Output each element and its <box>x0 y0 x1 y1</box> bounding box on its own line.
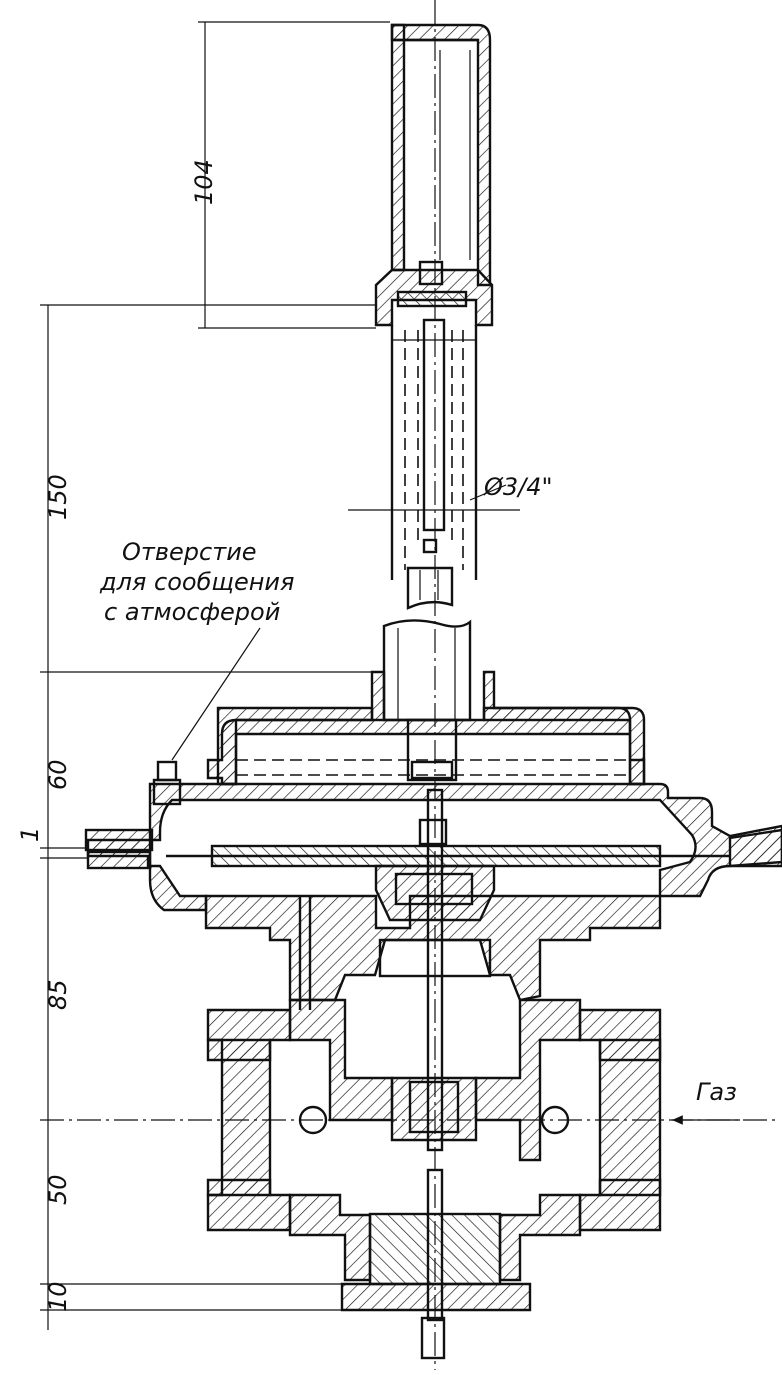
upper-housing <box>206 670 646 786</box>
dim-50: 50 <box>44 1174 72 1205</box>
tube-break <box>382 538 472 722</box>
diameter-label: Ø3/4" <box>483 473 553 501</box>
vent-note-line3: с атмосферой <box>104 598 280 626</box>
bottom-cover <box>340 1212 532 1360</box>
dim-104: 104 <box>190 159 218 205</box>
upper-tube <box>390 318 478 580</box>
dim-150: 150 <box>44 474 72 520</box>
middle-body <box>204 894 662 1010</box>
top-cap <box>390 23 492 287</box>
vent-note-line2: для сообщения <box>99 568 294 596</box>
dim-85: 85 <box>44 979 72 1010</box>
dim-10: 10 <box>44 1281 72 1312</box>
dimension-lines <box>40 21 740 1330</box>
valve-body <box>206 998 662 1282</box>
dim-60: 60 <box>44 759 72 790</box>
vent-note-line1: Отверстие <box>122 538 257 566</box>
diaphragm-chamber <box>84 782 782 912</box>
dim-1: 1 <box>16 827 44 842</box>
coupling-nut <box>374 260 494 327</box>
gas-label: Газ <box>696 1078 737 1106</box>
valve-stem <box>426 788 444 1322</box>
